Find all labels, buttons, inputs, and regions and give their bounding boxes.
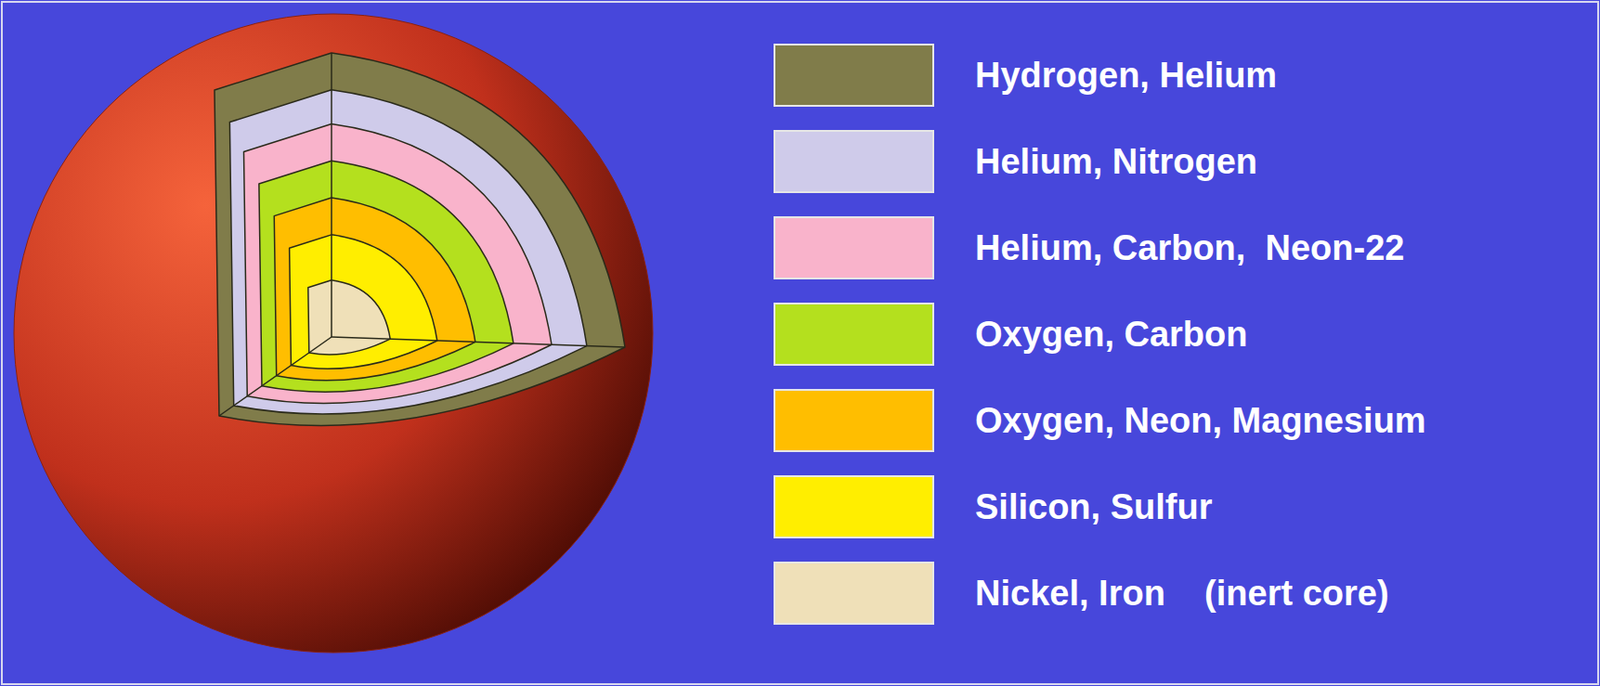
- legend-swatch: [773, 475, 935, 539]
- shell-layer: [308, 280, 391, 355]
- shell-layer: [214, 52, 625, 426]
- legend-swatch: [773, 43, 935, 107]
- star-sphere: [13, 13, 653, 653]
- legend-label: Helium, Nitrogen: [975, 142, 1258, 183]
- shell-layer: [229, 90, 587, 415]
- legend-label: Hydrogen, Helium: [975, 55, 1277, 96]
- legend-entry: Silicon, Sulfur: [773, 475, 1573, 539]
- legend-entry: Hydrogen, Helium: [773, 43, 1573, 107]
- legend-label: Nickel, Iron (inert core): [975, 573, 1390, 614]
- shell-layer: [259, 160, 514, 392]
- legend-label: Oxygen, Carbon: [975, 314, 1249, 355]
- legend-swatch: [773, 216, 935, 280]
- shell-layer: [273, 197, 476, 381]
- legend-swatch: [773, 561, 935, 625]
- cut-edge: [219, 337, 332, 417]
- legend-label: Silicon, Sulfur: [975, 487, 1212, 528]
- shell-layer: [289, 234, 438, 370]
- legend-entry: Oxygen, Carbon: [773, 302, 1573, 366]
- cutaway-layers: [214, 52, 625, 426]
- cut-edge: [330, 52, 333, 338]
- legend-label: Oxygen, Neon, Magnesium: [975, 401, 1427, 442]
- legend-entry: Oxygen, Neon, Magnesium: [773, 389, 1573, 453]
- shell-layer: [244, 124, 553, 404]
- legend-swatch: [773, 389, 935, 453]
- legend-entry: Helium, Carbon, Neon-22: [773, 216, 1573, 280]
- legend-entry: Helium, Nitrogen: [773, 130, 1573, 194]
- legend-swatch: [773, 130, 935, 194]
- legend-label: Helium, Carbon, Neon-22: [975, 228, 1405, 269]
- legend-entry: Nickel, Iron (inert core): [773, 561, 1573, 625]
- cut-edge: [331, 337, 625, 348]
- legend-swatch: [773, 302, 935, 366]
